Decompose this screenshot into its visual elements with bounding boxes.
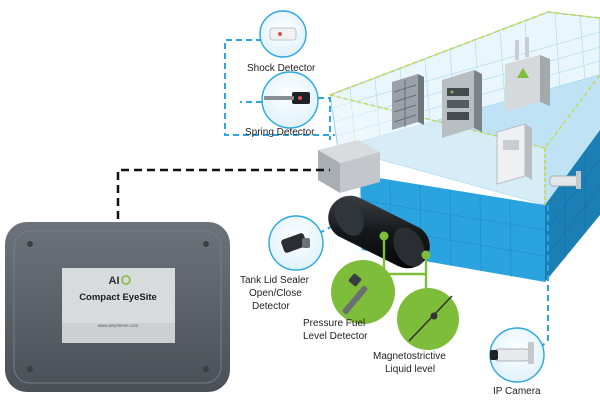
- logo-mark-icon: [121, 275, 131, 285]
- pressure-sensor-bubble: [331, 260, 395, 324]
- fence-top-rail: [329, 11, 600, 96]
- device-name: Compact EyeSite: [79, 292, 157, 303]
- magneto-label-line2: Liquid level: [385, 364, 435, 375]
- spring-detector-label: Spring Detector: [245, 127, 315, 138]
- site-side-wall: [545, 130, 600, 282]
- shock-detector-icon: [269, 27, 297, 41]
- fuel-tank: [328, 195, 431, 269]
- magneto-label-line1: Magnetostrictive: [373, 351, 446, 362]
- device-url: www.aisystems.com: [98, 323, 139, 328]
- spring-detector-icon: [264, 92, 310, 104]
- pressure-label-line1: Pressure Fuel: [303, 318, 365, 329]
- side-wall-grid: [544, 151, 600, 259]
- tank-lid-label-line3: Detector: [252, 301, 290, 312]
- cabinet-drawers: [392, 74, 424, 130]
- transformer-unit: [505, 37, 550, 111]
- ip-camera-bubble: [489, 327, 545, 383]
- spring-to-site-connector: [318, 97, 331, 140]
- ip-camera-icon: [490, 342, 534, 364]
- spring-detector-bubble: [261, 71, 319, 129]
- tank-sensor-point-left: [379, 231, 389, 241]
- tank-lid-sensor-icon: [281, 233, 310, 253]
- pressure-label-line2: Level Detector: [303, 331, 368, 342]
- shock-connector: [224, 39, 335, 136]
- junction-box: [318, 140, 380, 193]
- tank-lid-label-line2: Open/Close: [249, 288, 302, 299]
- site-floor: [338, 75, 600, 205]
- tank-lid-sensor-bubble: [268, 215, 324, 271]
- electrical-cabinet: [496, 123, 532, 185]
- magneto-sensor-bubble: [397, 288, 459, 350]
- magneto-rod: [408, 295, 453, 342]
- tank-lid-label-line1: Tank Lid Sealer: [240, 275, 310, 286]
- compact-eyesite-device: AI Compact EyeSite www.aisystems.com: [5, 222, 230, 392]
- device-logo: AI: [109, 275, 120, 287]
- shock-detector-bubble: [259, 10, 307, 58]
- ip-camera-label: IP Camera: [493, 386, 541, 397]
- tank-sensor-point-right: [421, 250, 431, 260]
- pressure-sensor-probe: [342, 273, 368, 315]
- shock-detector-label: Shock Detector: [247, 63, 316, 74]
- server-rack: [442, 70, 482, 138]
- site-corner-camera: [549, 171, 581, 189]
